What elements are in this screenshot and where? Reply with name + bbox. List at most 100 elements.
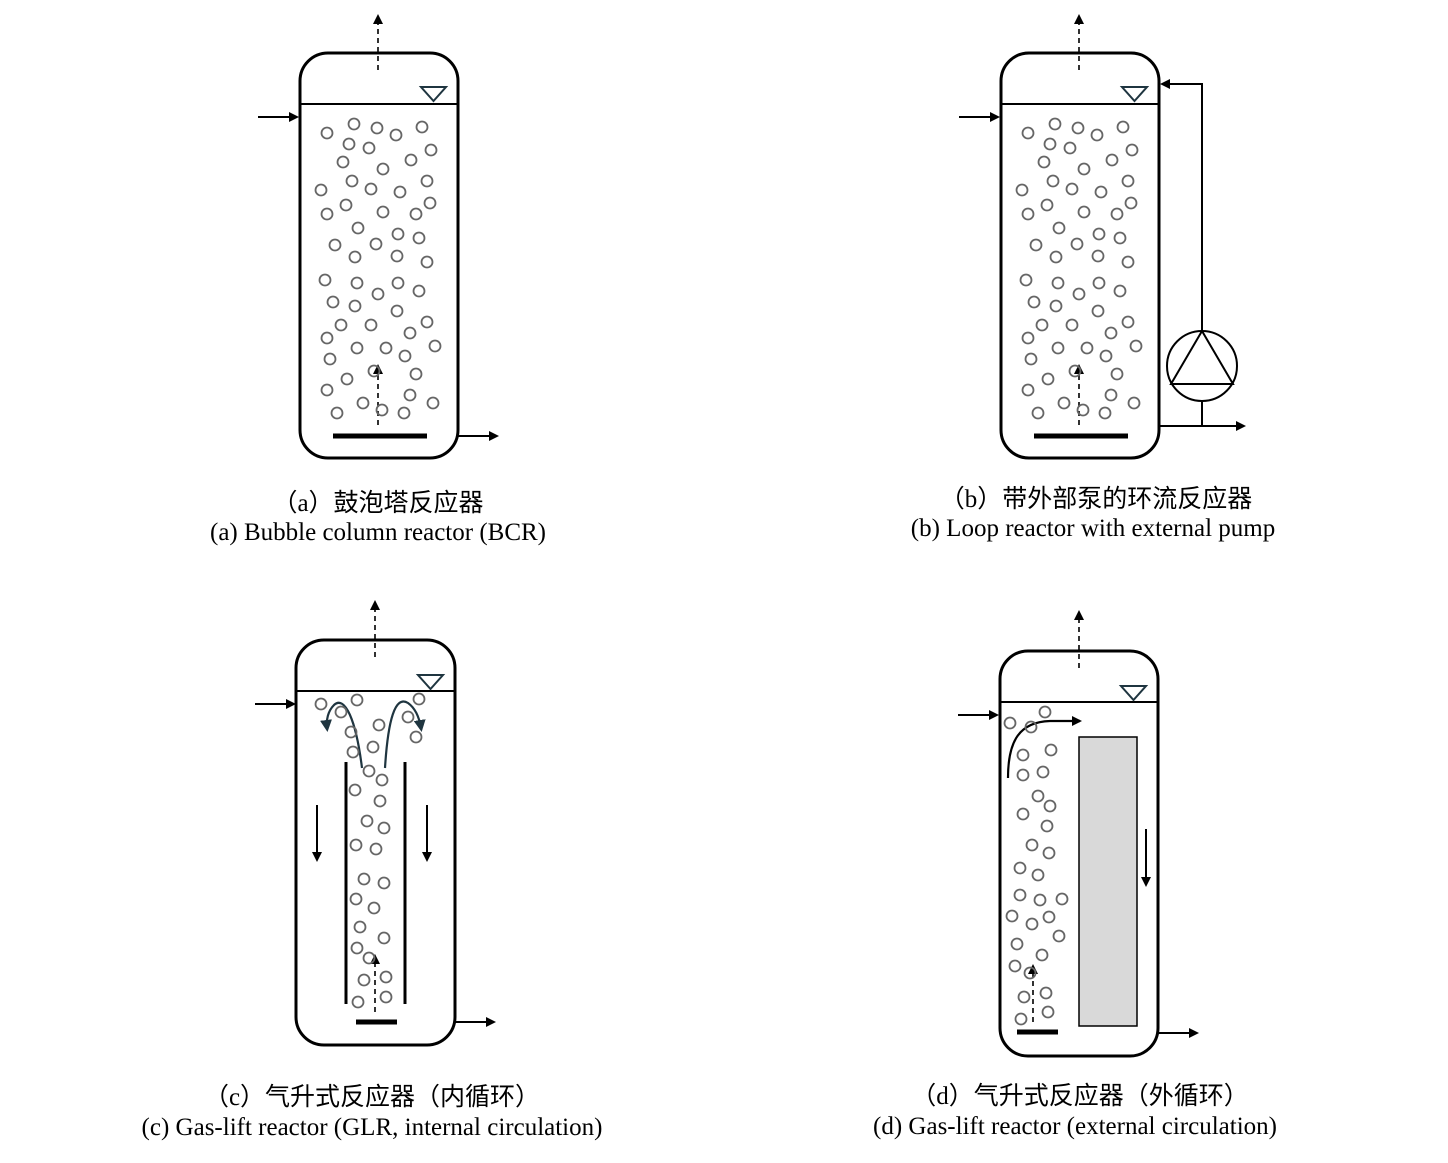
bubble xyxy=(1052,221,1066,235)
bubble xyxy=(376,162,390,176)
bubble xyxy=(336,155,350,169)
bubble xyxy=(398,349,412,363)
bubble xyxy=(1057,396,1071,410)
bubble xyxy=(349,892,363,906)
bubble xyxy=(348,783,362,797)
bubble xyxy=(344,725,358,739)
bubble xyxy=(415,120,429,134)
bubble xyxy=(357,872,371,886)
bubble xyxy=(334,318,348,332)
bubble xyxy=(1065,182,1079,196)
bubble xyxy=(1013,861,1027,875)
bubble xyxy=(1041,1005,1055,1019)
bubble xyxy=(375,403,389,417)
bubble xyxy=(360,814,374,828)
liquid-level-triangle-icon xyxy=(1119,86,1150,103)
bubble xyxy=(1065,318,1079,332)
bubble xyxy=(1039,986,1053,1000)
bubble xyxy=(1023,966,1037,980)
bubble xyxy=(1121,315,1135,329)
bubble xyxy=(1033,893,1047,907)
bubble xyxy=(412,231,426,245)
bubble xyxy=(362,951,376,965)
bubble xyxy=(379,970,393,984)
bubble xyxy=(367,901,381,915)
bubble xyxy=(351,221,365,235)
bubbles xyxy=(1003,705,1069,1026)
bubble xyxy=(1116,120,1130,134)
bubble xyxy=(393,185,407,199)
bubble xyxy=(1014,1012,1028,1026)
bubble xyxy=(409,207,423,221)
bubble xyxy=(1092,227,1106,241)
bubble xyxy=(426,396,440,410)
bubble xyxy=(362,764,376,778)
bubble xyxy=(391,227,405,241)
bubble xyxy=(1049,299,1063,313)
bubble xyxy=(409,730,423,744)
bubble xyxy=(1092,276,1106,290)
bubble xyxy=(345,174,359,188)
bubble xyxy=(1070,237,1084,251)
bubble xyxy=(340,372,354,386)
bubble xyxy=(420,255,434,269)
bubble xyxy=(1008,959,1022,973)
bubble xyxy=(369,842,383,856)
vessel xyxy=(999,51,1161,460)
bubble xyxy=(320,331,334,345)
bubble xyxy=(403,326,417,340)
bubble xyxy=(369,237,383,251)
bubble xyxy=(353,920,367,934)
bubble xyxy=(1071,121,1085,135)
bubble xyxy=(1094,185,1108,199)
panel-b-loop-reactor xyxy=(959,14,1246,460)
bubble xyxy=(364,318,378,332)
bubble xyxy=(1091,249,1105,263)
bubble xyxy=(370,121,384,135)
bubble xyxy=(404,153,418,167)
bubble xyxy=(1063,141,1077,155)
circulation-arrow xyxy=(1006,716,1082,779)
bubble xyxy=(1127,396,1141,410)
caption-d-chinese: （d）气升式反应器（外循环） xyxy=(911,1083,1249,1110)
bubble xyxy=(347,117,361,131)
bubble xyxy=(1048,117,1062,131)
bubble xyxy=(1036,765,1050,779)
caption-b-chinese: （b）带外部泵的环流反应器 xyxy=(939,486,1253,513)
bubble xyxy=(330,406,344,420)
bubble xyxy=(1121,255,1135,269)
bubble xyxy=(1043,137,1057,151)
bubble xyxy=(1080,341,1094,355)
caption-b-english: (b) Loop reactor with external pump xyxy=(910,515,1276,542)
bubble xyxy=(348,299,362,313)
caption-c-chinese: （c）气升式反应器（内循环） xyxy=(203,1084,541,1111)
bubble xyxy=(350,693,364,707)
bubble xyxy=(1044,743,1058,757)
bubble xyxy=(349,838,363,852)
bubble xyxy=(391,276,405,290)
bubble xyxy=(350,276,364,290)
bubbles xyxy=(314,692,426,1009)
bubble xyxy=(420,315,434,329)
bubble xyxy=(424,143,438,157)
recycle-line xyxy=(1160,79,1203,331)
bubble xyxy=(1017,990,1031,1004)
bubble xyxy=(389,128,403,142)
baffle-block xyxy=(1078,736,1138,1027)
bubble xyxy=(367,364,381,378)
bubble xyxy=(1024,720,1038,734)
bubble xyxy=(1068,364,1082,378)
bubble xyxy=(357,973,371,987)
bubble xyxy=(1031,789,1045,803)
bubble xyxy=(328,238,342,252)
bubble xyxy=(334,705,348,719)
bubble xyxy=(318,273,332,287)
bubble xyxy=(401,710,415,724)
bubble xyxy=(1055,892,1069,906)
bubble xyxy=(1025,838,1039,852)
bubble xyxy=(1016,768,1030,782)
vessel xyxy=(294,638,457,1047)
bubble xyxy=(377,931,391,945)
bubble xyxy=(366,740,380,754)
